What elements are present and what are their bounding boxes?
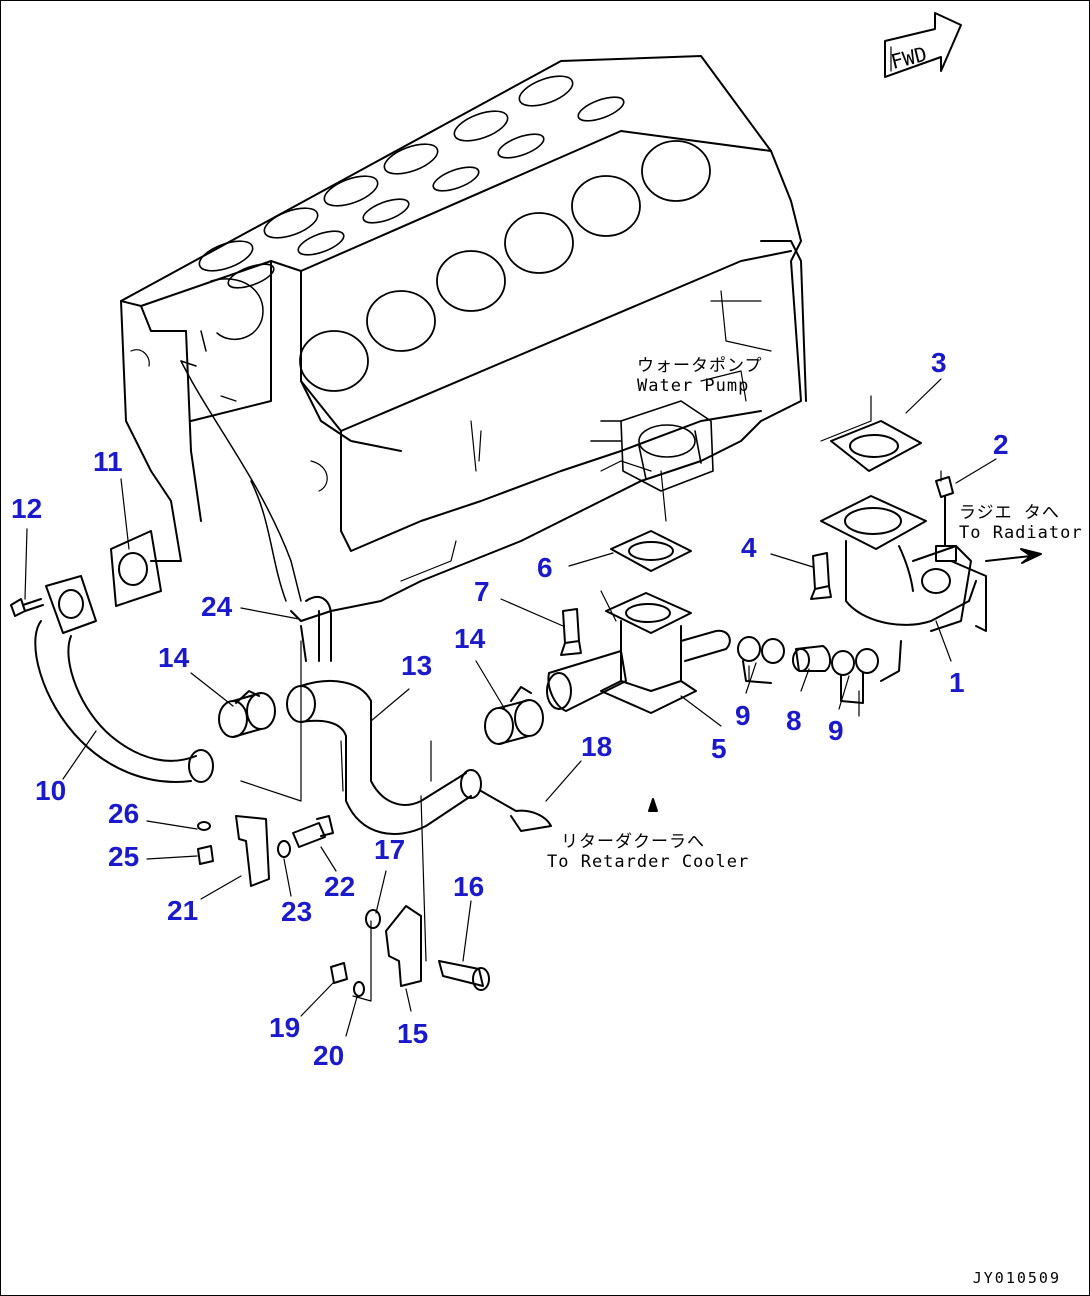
callout-9-right: 9 (828, 715, 844, 746)
drawing-code: JY010509 (972, 1269, 1061, 1287)
callout-1: 1 (949, 667, 965, 698)
callout-14-left: 14 (158, 642, 190, 673)
part-14-clamp-left (218, 690, 276, 738)
radiator-note-jp: ラジエ タへ (959, 503, 1060, 523)
part-22-bolt (292, 815, 334, 848)
callout-22: 22 (324, 871, 356, 902)
callout-17: 17 (374, 834, 406, 865)
part-8-hose (792, 645, 831, 672)
engine-top-ports (198, 75, 625, 289)
part-25-nut (197, 845, 214, 865)
callout-12: 12 (11, 493, 43, 524)
callout-7: 7 (474, 576, 490, 607)
part-21-bracket (235, 815, 270, 887)
part-1-elbow (820, 495, 987, 682)
part-5-tee-pipe (546, 592, 731, 714)
callout-10: 10 (35, 775, 67, 806)
engine-cylinder-bores (299, 140, 711, 392)
part-11-gasket (110, 530, 162, 607)
callout-21: 21 (167, 895, 199, 926)
radiator-note: ラジエ タへ To Radiator (959, 503, 1083, 543)
water-pump-note: ウォータポンプ Water Pump (637, 356, 763, 396)
retarder-cooler-note-jp: リターダクーラへ (561, 832, 705, 852)
part-23-washer (277, 840, 291, 858)
part-20-washer (353, 981, 365, 997)
retarder-cooler-note: リターダクーラへ To Retarder Cooler (547, 832, 750, 872)
callout-16: 16 (453, 871, 485, 902)
callout-26: 26 (108, 798, 140, 829)
part-2-plug (935, 476, 957, 562)
part-7-bolt (560, 608, 582, 656)
part-19-nut (330, 962, 348, 984)
water-pump-note-en: Water Pump (637, 375, 750, 396)
callout-15: 15 (397, 1018, 429, 1049)
retarder-cooler-note-en: To Retarder Cooler (547, 851, 750, 872)
leader-lines (24, 378, 997, 1037)
part-17-spacer (365, 909, 381, 929)
part-14-clamp-right (484, 686, 544, 745)
water-pump (590, 400, 714, 492)
part-3-gasket (830, 420, 922, 472)
radiator-arrow-icon (985, 548, 1042, 564)
callout-4: 4 (741, 532, 757, 563)
part-26-washer (197, 821, 211, 831)
forward-arrow-icon: FWD (884, 12, 962, 78)
part-24-bracket (300, 596, 332, 662)
part-4-bolt (810, 552, 832, 600)
callout-24: 24 (201, 591, 233, 622)
part-16-bolt (438, 960, 490, 991)
fwd-label: FWD (888, 42, 929, 74)
part-12-bolt (10, 598, 44, 617)
part-6-gasket (610, 530, 692, 572)
radiator-note-en: To Radiator (959, 522, 1083, 543)
callout-11: 11 (93, 446, 123, 477)
callout-8: 8 (786, 705, 802, 736)
assembly-lines (240, 300, 942, 1002)
callout-2: 2 (993, 429, 1009, 460)
callout-19: 19 (269, 1012, 301, 1043)
part-13-hose (286, 680, 482, 835)
part-10-pipe (34, 575, 214, 783)
callout-18: 18 (581, 731, 613, 762)
part-9-clamps (737, 636, 879, 704)
callout-13: 13 (401, 650, 433, 681)
callout-3: 3 (931, 347, 947, 378)
part-15-bracket (385, 905, 422, 987)
part-18-bracket (480, 790, 552, 832)
callout-25: 25 (108, 841, 140, 872)
retarder-arrow-icon (648, 798, 658, 812)
callout-14-right: 14 (454, 623, 486, 654)
water-pump-note-jp: ウォータポンプ (637, 356, 763, 376)
callout-23: 23 (281, 896, 313, 927)
callout-9-left: 9 (735, 700, 751, 731)
callout-20: 20 (313, 1040, 345, 1071)
callout-5: 5 (711, 733, 727, 764)
callout-6: 6 (537, 552, 553, 583)
